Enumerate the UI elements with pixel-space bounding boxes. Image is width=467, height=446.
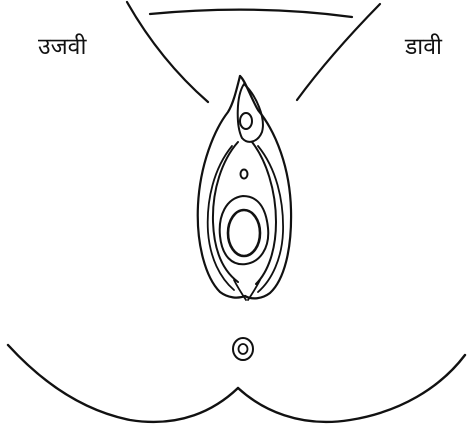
outer-fold-right [240,76,291,298]
clitoris-shape [240,113,252,129]
right-upper-thigh-contour [297,4,380,100]
urethral-opening [241,170,248,179]
inner-fold-right-2 [258,146,283,292]
anus-outer [233,338,253,360]
left-buttock-contour [8,345,238,422]
anus-inner [239,344,248,354]
vaginal-opening [228,210,260,256]
left-side-label: डावी [405,36,442,59]
top-crease-line [150,10,352,17]
right-side-label: उजवी [38,36,86,59]
left-upper-thigh-contour [127,2,208,102]
right-buttock-contour [238,355,465,422]
inner-fold-left [213,142,238,282]
